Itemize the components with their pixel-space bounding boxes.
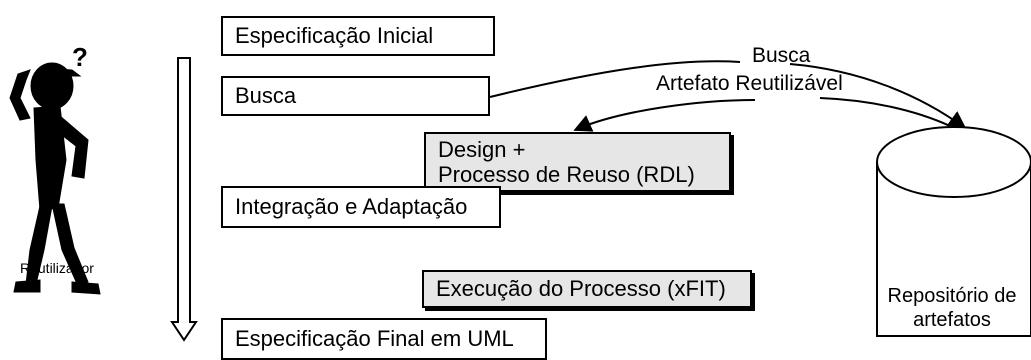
- integracao-text: Integração e Adaptação: [235, 194, 468, 220]
- execucao-text: Execução do Processo (xFIT): [436, 276, 726, 302]
- especificacao-inicial-text: Especificação Inicial: [235, 23, 434, 49]
- box-execucao: Execução do Processo (xFIT): [422, 270, 752, 308]
- design-text-line2: Processo de Reuso (RDL): [438, 162, 695, 187]
- busca-text: Busca: [235, 83, 297, 109]
- especificacao-final-text: Especificação Final em UML: [235, 326, 514, 352]
- artefato-reutilizavel-label: Artefato Reutilizável: [656, 72, 843, 95]
- box-especificacao-final: Especificação Final em UML: [221, 318, 547, 360]
- repository-label: Repositório de artefatos: [872, 284, 1031, 332]
- flow-arrow: [170, 57, 198, 342]
- artefato-to-repository: [819, 97, 951, 127]
- repository-cylinder: [876, 126, 1031, 337]
- box-design-reuso: Design + Processo de Reuso (RDL): [424, 132, 731, 192]
- repository-label-line2: artefatos: [913, 309, 991, 331]
- design-text-line1: Design +: [438, 136, 526, 162]
- box-especificacao-inicial: Especificação Inicial: [221, 16, 495, 56]
- box-busca: Busca: [221, 76, 490, 116]
- reutilizador-label: Reutilizador: [20, 260, 94, 276]
- curve-to-repository: [789, 63, 967, 130]
- busca-label: Busca: [752, 44, 811, 67]
- box-integracao: Integração e Adaptação: [221, 186, 501, 228]
- question-mark-icon: ?: [72, 42, 88, 72]
- busca-to-repo-curve: [489, 60, 741, 98]
- curve-to-design: [573, 99, 756, 132]
- reutilizador-figure: ?: [9, 42, 101, 295]
- repository-label-line1: Repositório de: [887, 285, 1017, 307]
- search-connectors: [489, 60, 967, 132]
